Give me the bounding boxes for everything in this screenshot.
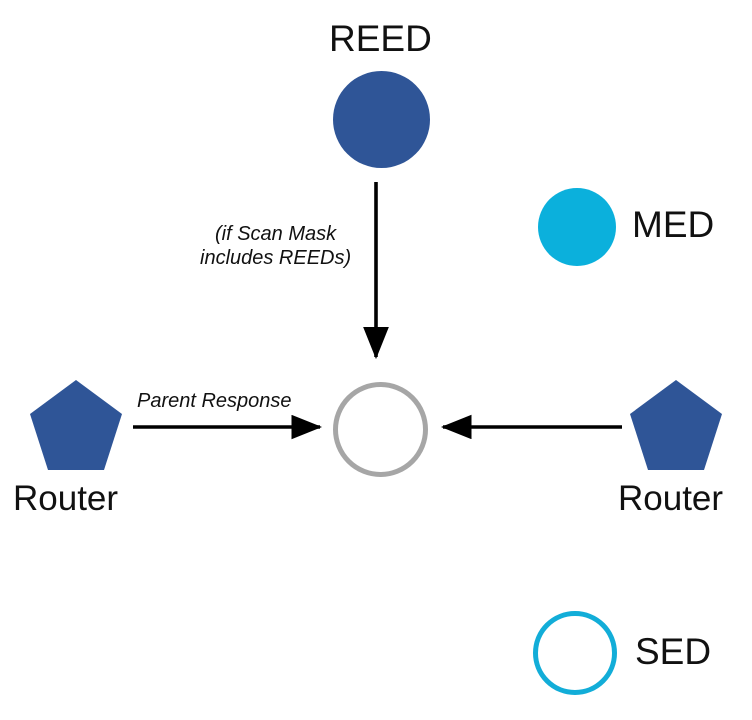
reed-label: REED [329,18,432,59]
sed-circle-icon [333,382,428,477]
reed-circle-icon [333,71,430,168]
scan-mask-edge-label: (if Scan Mask includes REEDs) [200,223,351,270]
router-right-label: Router [618,479,724,518]
med-label: MED [632,204,715,245]
scan-mask-line-1: (if Scan Mask [215,223,337,245]
router-pentagon-icon [630,380,722,470]
parent-response-edge-label: Parent Response [137,390,292,412]
sed-legend-circle-icon [533,611,617,695]
sed-legend-label: SED [635,631,712,672]
med-circle-icon [538,188,616,266]
scan-mask-line-2: includes REEDs) [200,246,352,269]
router-pentagon-icon [30,380,122,470]
router-left-label: Router [13,479,119,518]
